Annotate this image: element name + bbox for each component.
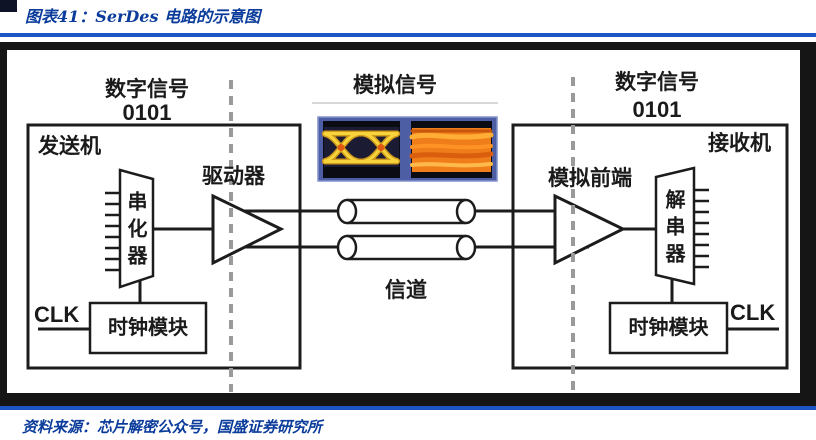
figure-title: 图表41：SerDes 电路的示意图 (25, 7, 261, 26)
header-rule (0, 33, 816, 37)
tx-clk-label: CLK (34, 302, 80, 327)
channel-label: 信道 (385, 279, 427, 302)
channel-cylinder-bottom (336, 234, 477, 261)
receiver-box (511, 123, 789, 370)
transmitter-box (26, 123, 302, 370)
receiver-label: 接收机 (708, 132, 771, 155)
serializer-parallel-ticks (105, 191, 120, 272)
transmitter-label: 发送机 (38, 135, 101, 158)
tx-clock-box (88, 301, 208, 355)
open-eye-scope (322, 121, 400, 178)
closed-eye-scope (409, 121, 494, 178)
footer-rule (0, 406, 816, 410)
eye-diagram-panel (317, 116, 498, 182)
diagram-frame-right (800, 42, 816, 393)
diagram-frame-left (0, 42, 7, 393)
diagram-frame-top (0, 42, 816, 50)
channel-cylinder-top (336, 198, 477, 225)
deserializer-parallel-ticks (694, 188, 709, 269)
rx-clk-label: CLK (730, 300, 776, 325)
rx-digital-signal-bits: 0101 (632, 97, 682, 122)
afe-label: 模拟前端 (548, 167, 632, 190)
driver-triangle (211, 193, 285, 266)
rx-digital-signal-label: 数字信号 (615, 71, 699, 94)
header-bullet-square (0, 0, 17, 12)
tx-clock-module-label: 时钟模块 (108, 317, 188, 339)
deserializer-label: 解串器 (662, 189, 684, 270)
tx-digital-signal-bits: 0101 (122, 100, 172, 125)
analog-signal-label: 模拟信号 (353, 74, 437, 97)
driver-label: 驱动器 (202, 165, 265, 188)
tx-digital-signal-label: 数字信号 (105, 78, 189, 101)
deserializer-symbol (654, 166, 709, 286)
rx-clock-module-label: 时钟模块 (628, 317, 709, 339)
rx-clock-box (608, 301, 729, 355)
afe-triangle (553, 193, 627, 266)
diagram-frame-bottom (0, 393, 816, 406)
serializer-label: 串化器 (124, 191, 146, 272)
source-note: 资料来源：芯片解密公众号，国盛证券研究所 (22, 418, 323, 436)
serializer-symbol (105, 168, 155, 289)
